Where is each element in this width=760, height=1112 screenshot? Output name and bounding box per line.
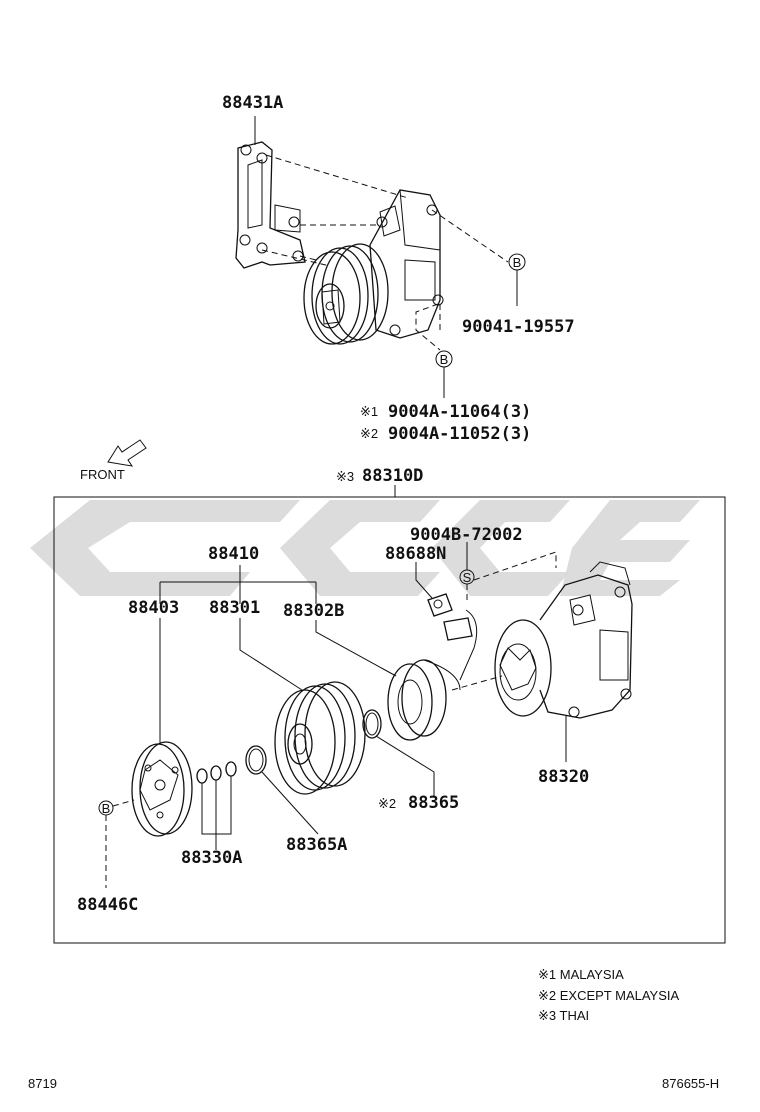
shims-part bbox=[196, 761, 237, 784]
label-88403: 88403 bbox=[128, 598, 179, 618]
label-88410: 88410 bbox=[208, 544, 259, 564]
marker-b-bottom: B bbox=[435, 350, 453, 398]
label-9004a-11052: 9004A-11052(3) bbox=[388, 424, 531, 444]
mark-1: ※1 bbox=[360, 404, 378, 419]
label-9004a-11064: 9004A-11064(3) bbox=[388, 402, 531, 422]
mark-2-small: ※2 bbox=[378, 796, 396, 811]
legend-item-2: ※2 EXCEPT MALAYSIA bbox=[538, 988, 680, 1003]
mark-2: ※2 bbox=[360, 426, 378, 441]
front-arrow-icon bbox=[107, 439, 147, 467]
marker-b-top: B bbox=[508, 253, 526, 306]
shaft-dashed-guide bbox=[451, 675, 503, 691]
label-88446c: 88446C bbox=[77, 895, 138, 915]
label-88310d: 88310D bbox=[362, 466, 423, 486]
snap-ring-part bbox=[245, 745, 267, 775]
pulley-part bbox=[274, 681, 366, 795]
label-88302b: 88302B bbox=[283, 601, 344, 621]
leader-88365a bbox=[261, 771, 319, 835]
label-9004b-72002: 9004B-72002 bbox=[410, 525, 523, 545]
front-label: FRONT bbox=[80, 467, 125, 482]
label-88431a: 88431A bbox=[222, 93, 283, 113]
mark-3: ※3 bbox=[336, 469, 354, 484]
leader-88688n bbox=[415, 562, 433, 599]
compressor-top bbox=[303, 189, 444, 345]
pressure-plate-part bbox=[131, 741, 193, 837]
bracket-part bbox=[235, 141, 306, 269]
top-dashed-guides bbox=[261, 154, 509, 351]
marker-b-label: B bbox=[513, 255, 522, 270]
leader-88330a bbox=[201, 776, 232, 850]
label-90041-19557: 90041-19557 bbox=[462, 317, 575, 337]
footer-right-code: 876655-H bbox=[662, 1076, 719, 1091]
bolt-to-plate-guide bbox=[112, 799, 135, 807]
leader-88302b bbox=[315, 620, 397, 677]
marker-s-label: S bbox=[463, 570, 472, 585]
leader-88410 bbox=[159, 565, 317, 604]
label-88301: 88301 bbox=[209, 598, 260, 618]
footer-left-code: 8719 bbox=[28, 1076, 57, 1091]
snap-ring-small-part bbox=[362, 709, 382, 739]
label-88688n: 88688N bbox=[385, 544, 446, 564]
compressor-part bbox=[494, 561, 633, 719]
legend-item-1: ※1 MALAYSIA bbox=[538, 967, 624, 982]
label-88320: 88320 bbox=[538, 767, 589, 787]
watermark-logo bbox=[30, 500, 700, 596]
marker-b-label: B bbox=[102, 801, 111, 816]
label-88330a: 88330A bbox=[181, 848, 242, 868]
marker-b-label: B bbox=[440, 352, 449, 367]
assembly-box bbox=[53, 496, 726, 944]
leader-88365 bbox=[375, 735, 435, 796]
label-88365a: 88365A bbox=[286, 835, 347, 855]
stator-part bbox=[387, 659, 461, 741]
legend-item-3: ※3 THAI bbox=[538, 1008, 589, 1023]
sensor-dashed-guide bbox=[466, 551, 557, 600]
sensor-part bbox=[427, 593, 478, 681]
leader-88301 bbox=[239, 618, 303, 691]
marker-b-left: B bbox=[98, 800, 114, 816]
label-88365: 88365 bbox=[408, 793, 459, 813]
